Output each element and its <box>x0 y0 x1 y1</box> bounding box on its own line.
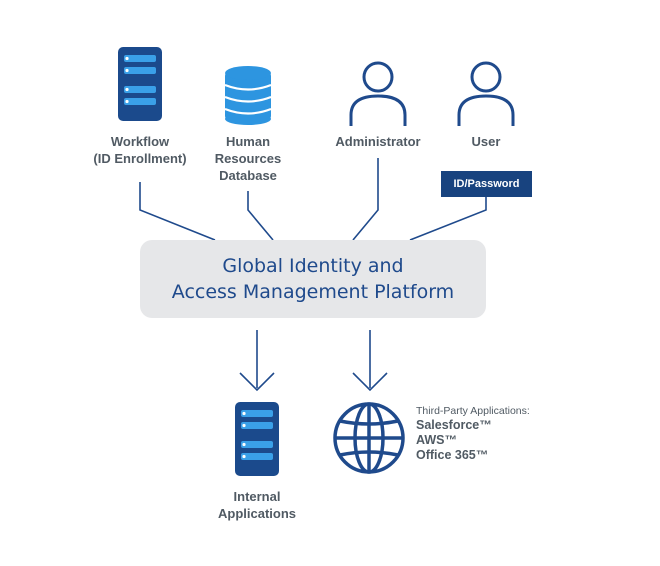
user-label: User <box>471 134 501 149</box>
internal-apps-label-line: Applications <box>217 506 296 521</box>
third-party-app: Office 365™ <box>416 448 489 462</box>
hr-database-label-line: Database <box>219 168 277 183</box>
workflow-label: Workflow (ID Enrollment) <box>80 133 200 167</box>
administrator-connector <box>352 158 379 241</box>
internal-arrow-head <box>239 372 275 392</box>
third-party-apps: Third-Party Applications: Salesforce™ AW… <box>416 405 530 463</box>
hr-database-label-line: Resources <box>214 151 282 166</box>
platform-title-line: Global Identity and <box>222 255 404 277</box>
workflow-connector <box>139 182 216 241</box>
third-party-arrow-head <box>352 372 388 392</box>
id-password-badge: ID/Password <box>441 171 532 197</box>
hr-connector <box>247 191 274 241</box>
third-party-caption: Third-Party Applications: <box>416 405 530 417</box>
workflow-label-line: Workflow <box>110 134 170 149</box>
platform-title-line: Access Management Platform <box>171 281 455 303</box>
third-party-app: AWS™ <box>416 433 457 447</box>
hr-database-label-line: Human <box>225 134 271 149</box>
platform-box: Global Identity and Access Management Pl… <box>140 240 486 318</box>
internal-apps-label-line: Internal <box>233 489 281 504</box>
third-party-app: Salesforce™ <box>416 418 492 432</box>
user-connector <box>409 197 487 241</box>
hr-database-label: Human Resources Database <box>198 133 298 184</box>
administrator-label: Administrator <box>335 134 421 149</box>
internal-apps-label: Internal Applications <box>207 488 307 522</box>
workflow-label-line: (ID Enrollment) <box>93 151 187 166</box>
